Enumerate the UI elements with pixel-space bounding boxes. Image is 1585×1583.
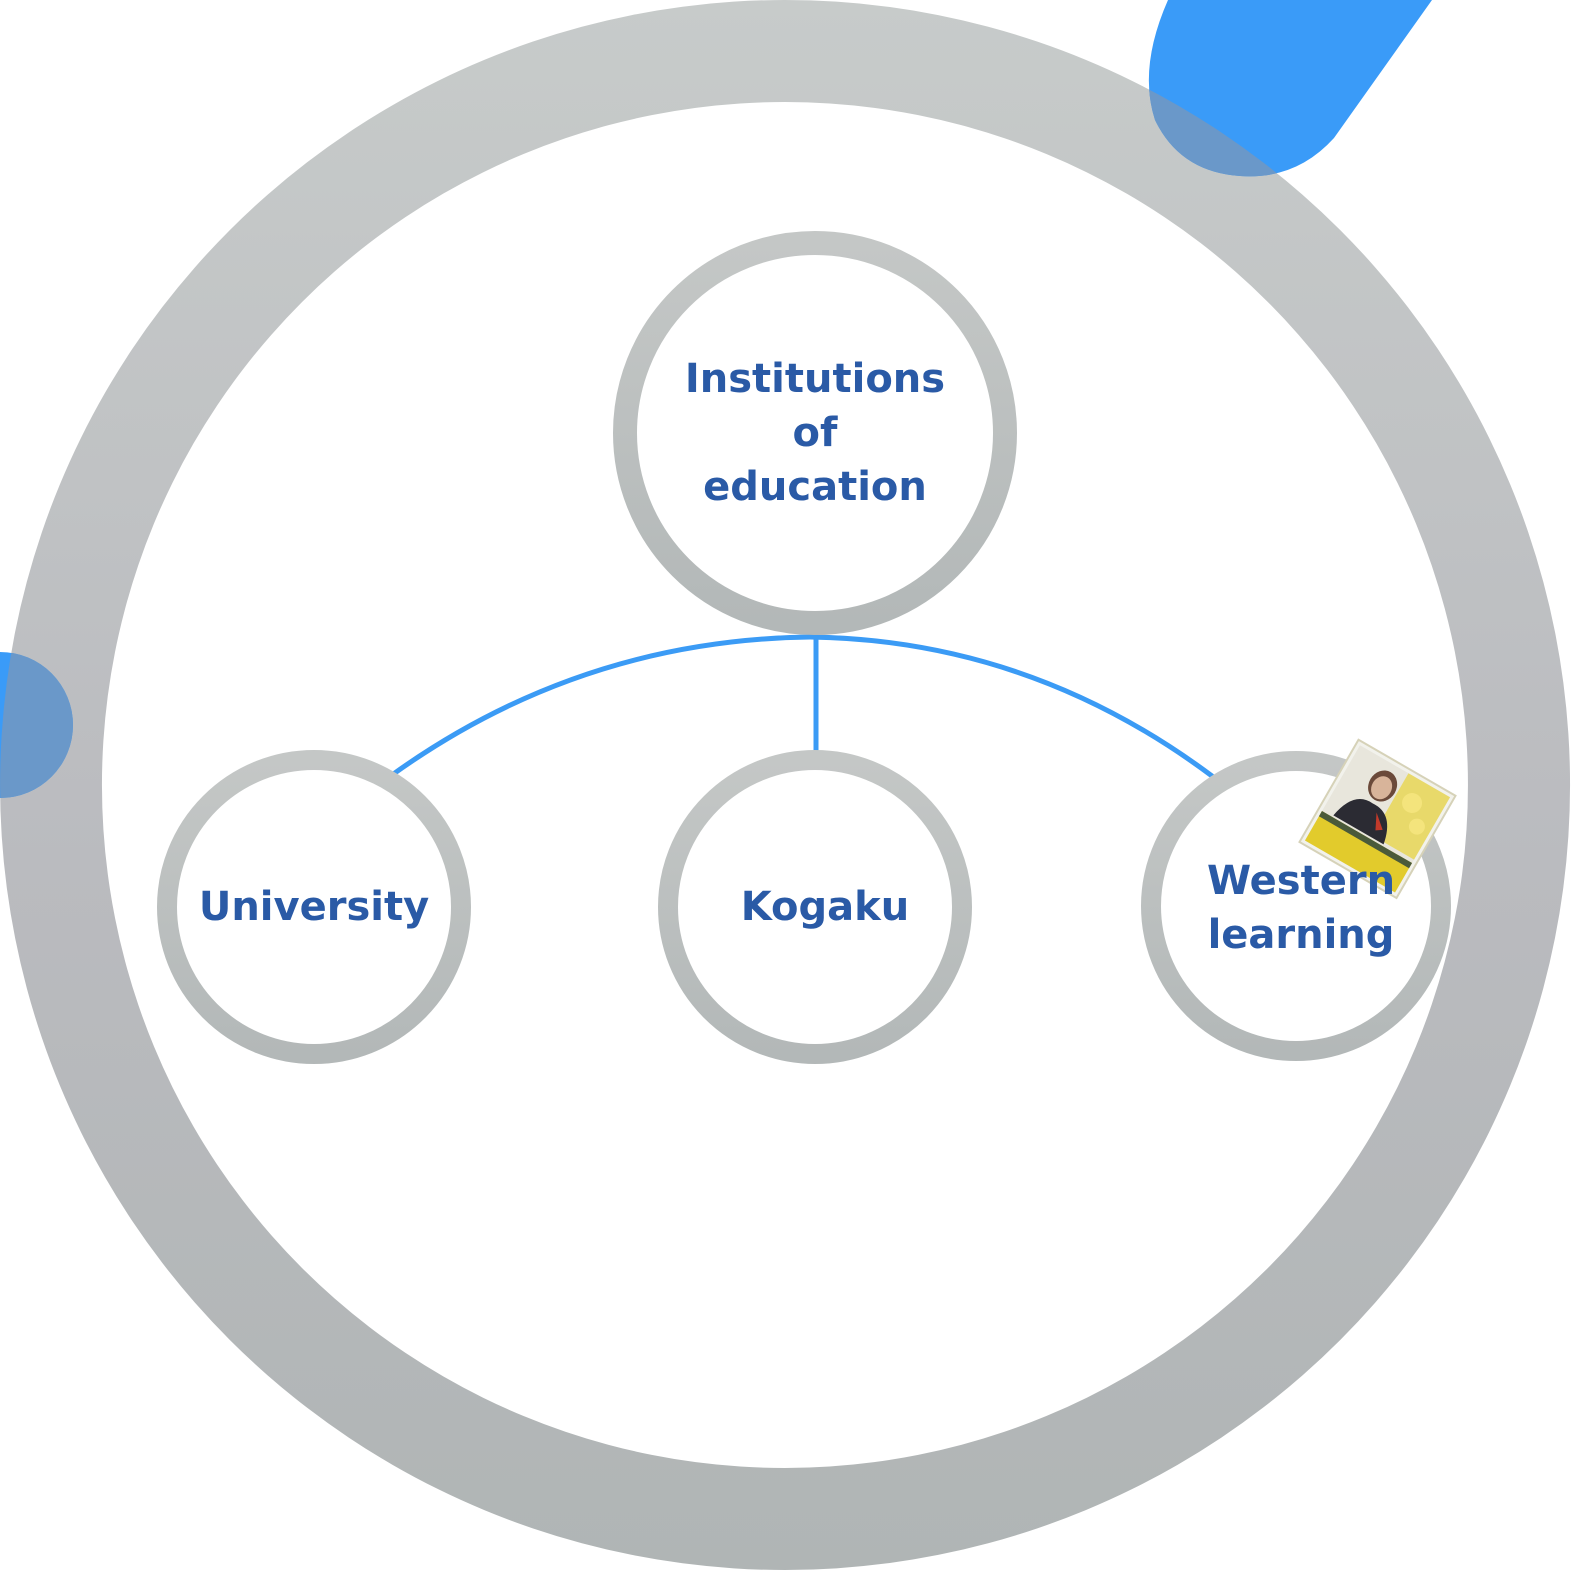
node-ring-kogaku: [658, 750, 972, 1064]
university-label: University: [198, 884, 430, 930]
node-label-western-learning: Western learning: [1171, 853, 1431, 963]
portrait-icon: [1298, 738, 1457, 900]
root-title: Institutions of education: [684, 356, 946, 510]
kogaku-label: Kogaku: [740, 884, 910, 930]
connector-western-learning: [807, 634, 1215, 779]
node-label-kogaku: Kogaku: [695, 877, 955, 937]
western-learning-label: Western learning: [1206, 858, 1396, 958]
node-ring-university: [157, 750, 471, 1064]
node-ring-root: [613, 231, 1017, 635]
accent-overlap-left: [0, 652, 73, 798]
node-label-university: University: [184, 877, 444, 937]
connector-university: [389, 634, 813, 778]
node-label-root: Institutions of education: [665, 343, 965, 523]
